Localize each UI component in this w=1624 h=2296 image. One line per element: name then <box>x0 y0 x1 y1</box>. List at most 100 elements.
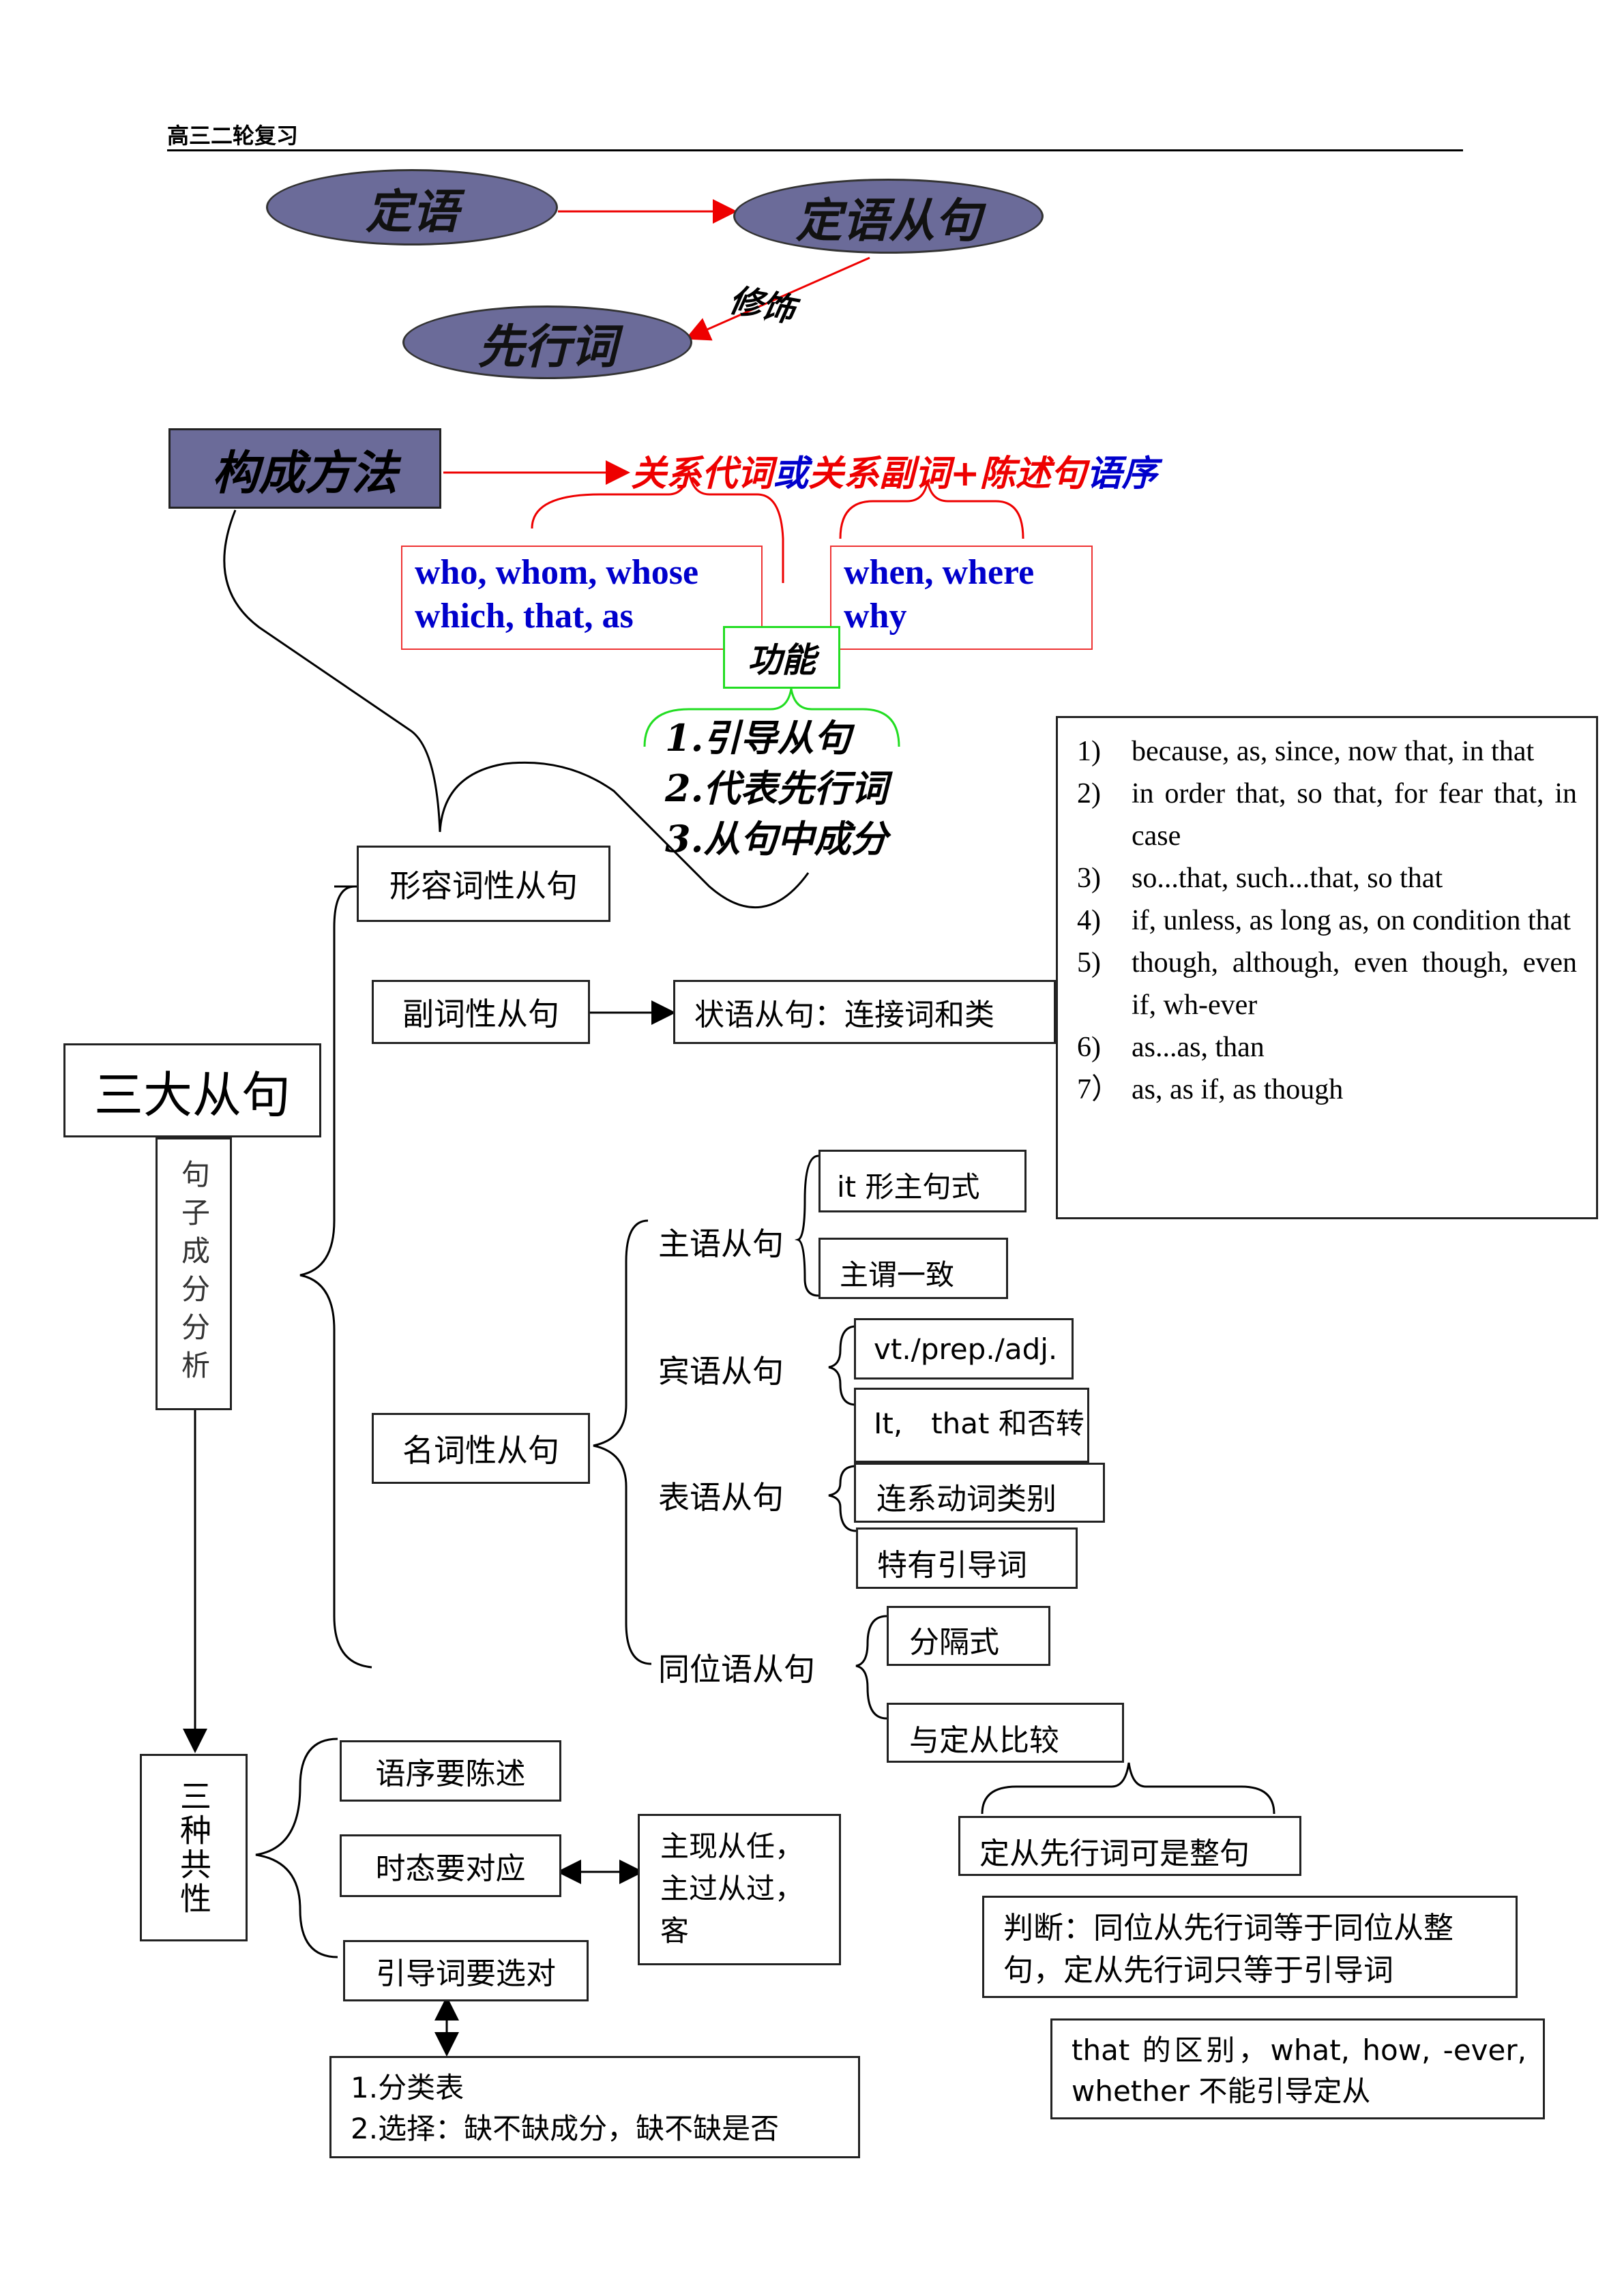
antecedent-label: 先行词 <box>477 319 617 374</box>
object-vt-box: vt./prep./adj. <box>854 1318 1074 1380</box>
pronouns-line-1: who, whom, whose <box>415 553 699 592</box>
conjunction-item-4: 4) if, unless, as long as, on condition t… <box>1077 899 1577 942</box>
tense-note-label: 主现从任，主过从过，客 <box>660 1830 804 1948</box>
predicative-linking-label: 连系动词类别 <box>876 1482 1057 1517</box>
formula-declarative: +陈述句 <box>950 453 1087 494</box>
noun-clause-box: 名词性从句 <box>372 1413 590 1484</box>
conj-num-6: 6) <box>1077 1032 1101 1063</box>
compare-antecedent-label: 定从先行词可是整句 <box>979 1836 1250 1871</box>
adverbial-clause-box: 状语从句：连接词和类 <box>673 980 1056 1044</box>
conj-num-5: 5) <box>1077 947 1101 979</box>
formation-label: 构成方法 <box>211 445 398 501</box>
conj-num-4: 4) <box>1077 905 1101 936</box>
conj-text-6: as...as, than <box>1132 1032 1265 1063</box>
appositive-compare-label: 与定从比较 <box>909 1723 1059 1758</box>
three-commons-box: 三种共性 <box>140 1754 248 1941</box>
conj-text-4: if, unless, as long as, on condition tha… <box>1132 905 1571 936</box>
connector-note-2: 2.选择：缺不缺成分，缺不缺是否 <box>351 2112 780 2145</box>
conj-num-1: 1) <box>1077 736 1101 767</box>
compare-judge-label: 判断：同位从先行词等于同位从整句，定从先行词只等于引导词 <box>1003 1911 1453 1988</box>
conjunction-item-6: 6) as...as, than <box>1077 1026 1577 1069</box>
object-it-label: It, that 和否转 <box>874 1407 1084 1440</box>
conj-num-2: 2) <box>1077 778 1101 809</box>
conjunction-item-3: 3)so...that, such...that, so that <box>1077 857 1577 899</box>
page-header: 高三二轮复习 <box>167 116 1463 151</box>
compare-judge-box: 判断：同位从先行词等于同位从整句，定从先行词只等于引导词 <box>982 1896 1518 1998</box>
conj-num-3: 3) <box>1077 863 1101 894</box>
attributive-clause-label: 定语从句 <box>795 193 981 248</box>
conjunction-item-1: 1) because, as, since, now that, in that <box>1077 730 1577 773</box>
subject-clause-label: 主语从句 <box>658 1225 784 1262</box>
predicative-special-box: 特有引导词 <box>856 1527 1078 1589</box>
formula-word-order: 语序 <box>1086 453 1157 494</box>
tense-note-box: 主现从任，主过从过，客 <box>638 1814 841 1965</box>
relative-pronouns-text: who, whom, whose which, that, as <box>415 551 698 638</box>
conj-text-5: though, although, even though, even if, … <box>1132 947 1577 1021</box>
subject-agreement-box: 主谓一致 <box>818 1238 1008 1299</box>
conjunction-item-7: 7） as, as if, as though <box>1077 1069 1577 1111</box>
tense-box: 时态要对应 <box>340 1834 561 1897</box>
three-clauses-label: 三大从句 <box>93 1066 291 1124</box>
appositive-separated-box: 分隔式 <box>887 1606 1050 1666</box>
adverbial-clause-label: 状语从句：连接词和类 <box>694 998 994 1032</box>
formation-box: 构成方法 <box>168 428 441 509</box>
attributive-clause-node: 定语从句 <box>733 179 1044 254</box>
conj-text-2: in order that, so that, for fear that, i… <box>1132 778 1577 852</box>
predicative-special-label: 特有引导词 <box>877 1548 1027 1583</box>
pronouns-line-2: which, that, as <box>415 597 634 636</box>
object-clause-label: 宾语从句 <box>658 1353 784 1390</box>
conj-text-7: as, as if, as though <box>1132 1074 1344 1105</box>
word-order-box: 语序要陈述 <box>340 1740 561 1802</box>
conj-num-7: 7） <box>1077 1074 1121 1105</box>
formula-or: 或 <box>773 453 809 494</box>
function-item-1: 1.引导从句 <box>665 716 851 760</box>
conjunction-list: 1)because, as, since, now that, in that … <box>1056 716 1598 1219</box>
antecedent-node: 先行词 <box>402 305 692 379</box>
function-item-3: 3.从句中成分 <box>665 817 888 861</box>
three-clauses-title: 三大从句 <box>63 1043 321 1137</box>
appositive-separated-label: 分隔式 <box>909 1625 999 1660</box>
relative-adverbs-box <box>830 546 1093 650</box>
predicative-clause-label: 表语从句 <box>658 1479 784 1516</box>
tense-label: 时态要对应 <box>375 1851 526 1886</box>
subject-it-label: it 形主句式 <box>837 1170 980 1204</box>
compare-antecedent-box: 定从先行词可是整句 <box>958 1816 1301 1876</box>
appositive-clause-label: 同位语从句 <box>658 1651 815 1688</box>
header-title: 高三二轮复习 <box>167 123 299 149</box>
connector-note-1: 1.分类表 <box>351 2071 464 2104</box>
compare-that-label: that 的区别，what, how, -ever, whether 不能引导定… <box>1072 2033 1526 2108</box>
subject-it-box: it 形主句式 <box>818 1150 1027 1212</box>
attributive-node: 定语 <box>266 169 558 245</box>
sentence-analysis-box: 句子成分分析 <box>156 1137 232 1410</box>
conj-text-1: because, as, since, now that, in that <box>1132 736 1535 767</box>
function-list: 1.引导从句 2.代表先行词 3.从句中成分 <box>665 713 887 864</box>
three-commons-label: 三种共性 <box>175 1779 212 1916</box>
compare-that-box: that 的区别，what, how, -ever, whether 不能引导定… <box>1050 2018 1545 2119</box>
object-vt-label: vt./prep./adj. <box>874 1332 1058 1366</box>
predicative-linking-box: 连系动词类别 <box>854 1463 1105 1523</box>
conjunction-items: 1)because, as, since, now that, in that … <box>1077 730 1577 1111</box>
adverb-clause-label: 副词性从句 <box>402 996 559 1032</box>
connector-note-box: 1.分类表 2.选择：缺不缺成分，缺不缺是否 <box>329 2056 860 2158</box>
subject-agreement-label: 主谓一致 <box>840 1258 955 1292</box>
adverbs-line-2: why <box>844 597 907 636</box>
sentence-analysis-label: 句子成分分析 <box>177 1159 211 1388</box>
connector-box: 引导词要选对 <box>343 1940 589 2001</box>
formation-formula: 关系代词或关系副词+陈述句语序 <box>631 445 1157 496</box>
function-box: 功能 <box>723 626 840 689</box>
conjunction-item-2: 2) in order that, so that, for fear that,… <box>1077 773 1577 857</box>
function-item-2: 2.代表先行词 <box>665 766 888 810</box>
relative-pronouns-box <box>401 546 763 650</box>
conjunction-item-5: 5) though, although, even though, even if… <box>1077 942 1577 1026</box>
word-order-label: 语序要陈述 <box>375 1757 526 1791</box>
relative-adverbs-text: when, where why <box>844 551 1034 638</box>
adjective-clause-label: 形容词性从句 <box>389 867 578 904</box>
adjective-clause-box: 形容词性从句 <box>357 846 610 922</box>
formula-relative-pronoun: 关系代词 <box>631 453 773 494</box>
connector-label: 引导词要选对 <box>376 1956 556 1991</box>
adverb-clause-box: 副词性从句 <box>372 980 590 1044</box>
adverbs-line-1: when, where <box>844 553 1035 592</box>
function-label: 功能 <box>748 640 816 680</box>
formula-relative-adverb: 关系副词 <box>808 453 951 494</box>
